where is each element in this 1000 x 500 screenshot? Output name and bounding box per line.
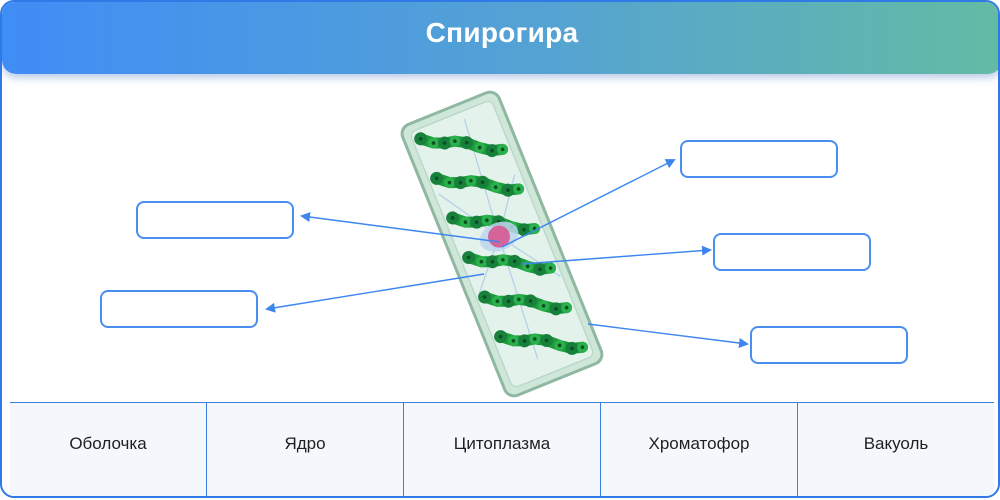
pyrenoid-core [447, 180, 452, 185]
spirogyra-cell [400, 90, 604, 398]
pyrenoid-core [548, 266, 553, 270]
pyrenoid-core [580, 345, 585, 350]
pointer-line-3 [521, 245, 712, 265]
pointer-line-2 [300, 212, 501, 243]
pointer-line-4 [265, 273, 485, 313]
term-chip-membrane[interactable]: Оболочка [10, 403, 207, 496]
drop-box-4[interactable] [100, 290, 258, 328]
pyrenoid-core [506, 188, 510, 192]
pyrenoid-core [525, 264, 530, 269]
pyrenoid-core [469, 178, 473, 183]
term-chip-vacuole[interactable]: Вакуоль [863, 433, 929, 453]
chromatophore-spiral [414, 132, 589, 355]
pyrenoid-core [528, 299, 533, 303]
pyrenoid-core [500, 147, 505, 152]
pyrenoid-core [466, 255, 471, 260]
header-bar: Спирогира [2, 2, 998, 74]
pyrenoid-core [490, 259, 495, 264]
pyrenoid-core [522, 339, 527, 343]
pyrenoid-core [506, 299, 511, 304]
pyrenoid-core [431, 141, 436, 145]
pointer-line-5 [587, 323, 749, 348]
drop-box-5[interactable] [750, 326, 908, 364]
spirogyra-diagram [265, 90, 749, 398]
pyrenoid-core [458, 180, 463, 185]
drop-box-2[interactable] [136, 201, 294, 239]
nucleus [488, 225, 511, 248]
pyrenoid-core [442, 141, 447, 145]
term-chip-nucleus[interactable]: Ядро [207, 403, 404, 496]
term-chip-chromatophore[interactable]: Хроматофор [601, 403, 798, 496]
pyrenoid-core [490, 148, 494, 153]
pyrenoid-core [480, 180, 485, 185]
pyrenoid-core [517, 297, 521, 302]
pyrenoid-core [498, 334, 503, 339]
pyrenoid-core [418, 137, 423, 141]
pointer-line-1 [501, 159, 676, 248]
pyrenoid-core [501, 258, 505, 262]
pyrenoid-core [541, 304, 546, 308]
pyrenoid-core [512, 259, 517, 264]
drop-box-3[interactable] [713, 233, 871, 271]
pyrenoid-core [516, 187, 521, 191]
pyrenoid-core [479, 259, 484, 264]
pyrenoid-core [485, 218, 489, 223]
pyrenoid-core [477, 145, 482, 150]
pyrenoid-core [522, 227, 526, 232]
pyrenoid-core [464, 140, 469, 145]
answer-bank: Оболочка Ядро Цитоплазма Хроматофор Ваку… [10, 402, 994, 496]
pyrenoid-core [482, 295, 487, 299]
pyrenoid-core [564, 305, 569, 310]
pyrenoid-core [450, 216, 455, 220]
pyrenoid-core [511, 339, 516, 343]
pyrenoid-core [463, 220, 468, 224]
drop-box-1[interactable] [680, 140, 838, 178]
pyrenoid-core [434, 176, 439, 181]
page-title: Спирогира [425, 17, 579, 48]
pyrenoid-core [544, 338, 549, 343]
pyrenoid-core [474, 220, 479, 224]
pyrenoid-core [538, 267, 542, 272]
pyrenoid-core [495, 299, 500, 304]
pyrenoid-core [570, 346, 574, 351]
pyrenoid-core [557, 343, 562, 348]
pyrenoid-core [533, 337, 537, 341]
pyrenoid-core [493, 185, 498, 189]
pyrenoid-core [453, 139, 457, 143]
pyrenoid-core [554, 307, 558, 311]
pointer-lines [265, 159, 749, 348]
term-chip-cytoplasm[interactable]: Цитоплазма [404, 403, 601, 496]
